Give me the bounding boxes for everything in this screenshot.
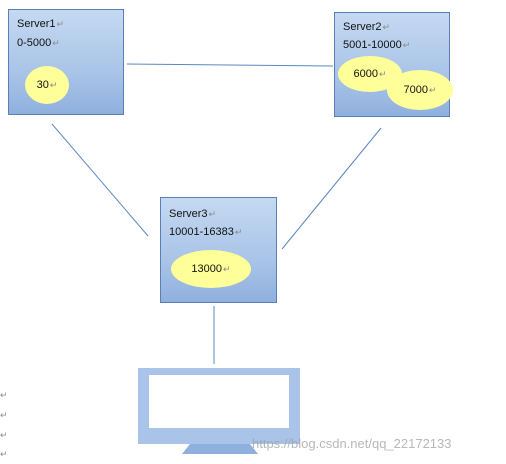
server1-name: Server1: [17, 18, 56, 30]
link-server2-server3: [281, 127, 382, 250]
server1-range: 0-5000: [17, 37, 52, 49]
link-server1-server2: [126, 63, 334, 67]
server3-slot-13000: 13000↵: [171, 250, 251, 288]
server1-slot-30: 30↵: [25, 66, 69, 104]
server2-name: Server2: [343, 21, 382, 33]
server2-range: 5001-10000: [343, 39, 402, 51]
paragraph-mark-1: ↵: [0, 390, 8, 400]
link-server1-server3: [51, 123, 149, 237]
server3-node: Server3↵ 10001-16383↵ 13000↵: [160, 197, 277, 303]
server1-node: Server1↵ 0-5000↵ 30↵: [8, 9, 124, 115]
paragraph-mark-2: ↵: [0, 410, 8, 420]
server2-slot-7000: 7000↵: [387, 70, 453, 110]
paragraph-mark-3: ↵: [0, 430, 8, 440]
paragraph-mark-4: ↵: [0, 449, 8, 459]
server3-range: 10001-16383: [169, 226, 234, 238]
server2-node: Server2↵ 5001-10000↵ 6000↵ 7000↵: [334, 12, 453, 117]
server3-name: Server3: [169, 208, 208, 220]
watermark: https://blog.csdn.net/qq_22172133: [252, 436, 452, 451]
